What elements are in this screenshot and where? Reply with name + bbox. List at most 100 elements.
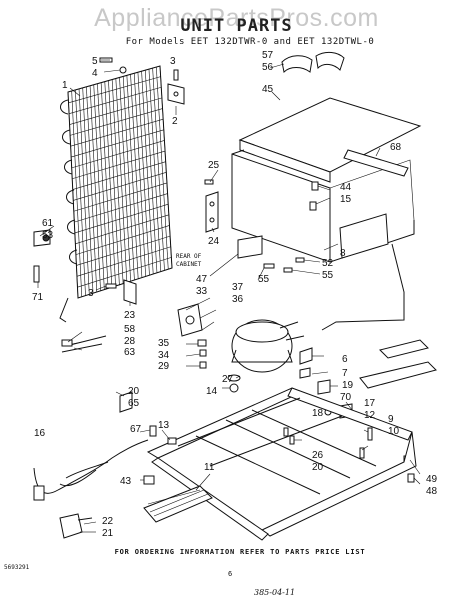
callout-11: 11 (204, 462, 215, 473)
clip-13 (167, 437, 177, 445)
callout-2: 2 (172, 116, 178, 127)
fitting-35 (197, 339, 207, 369)
screw-55 (283, 267, 293, 273)
callout-18: 18 (312, 408, 324, 419)
callout-48: 48 (426, 486, 438, 497)
callout-5: 5 (92, 56, 98, 67)
grommet-57 (281, 51, 345, 74)
callout-8: 8 (340, 248, 346, 259)
clip-6 (299, 347, 313, 365)
coil-tube (76, 235, 171, 266)
coil-tube (74, 193, 168, 223)
rear-of-cabinet-line-1: REAR OF (176, 253, 202, 260)
callout-17: 17 (364, 398, 376, 409)
callout-24: 24 (208, 236, 220, 247)
coil-wire (93, 84, 105, 290)
drain-pan-70 (359, 339, 437, 389)
base-frame (146, 387, 417, 541)
callout-55-center: 55 (258, 274, 270, 285)
callout-16: 16 (34, 428, 46, 439)
watermark: AppliancePartsPros.com (94, 4, 379, 32)
callout-7: 7 (342, 368, 348, 379)
coil-wire (141, 71, 154, 275)
ordering-note: FOR ORDERING INFORMATION REFER TO PARTS … (114, 548, 366, 556)
document-code: 5693291 (4, 564, 30, 571)
bracket-24 (205, 191, 219, 233)
coil-wire (82, 87, 94, 294)
coil-tube (71, 140, 165, 169)
clip-7 (299, 367, 311, 379)
page-number: 6 (228, 570, 233, 578)
screw-52 (295, 257, 305, 263)
coil-wire (115, 78, 128, 283)
coil-wire (78, 88, 90, 295)
callout-67: 67 (130, 424, 142, 435)
coil-wire (126, 75, 139, 279)
callout-9: 9 (388, 414, 394, 425)
coil-wire (159, 65, 173, 269)
bracket-8 (339, 213, 389, 259)
gasket-68 (343, 149, 409, 177)
capillary-58 (61, 335, 107, 353)
callout-61: 61 (42, 218, 54, 229)
callout-4: 4 (92, 68, 98, 79)
part-71 (33, 265, 40, 283)
heater-11 (143, 485, 213, 523)
coil-tube (75, 225, 170, 255)
callout-52: 52 (322, 258, 334, 269)
coil-wire (144, 70, 158, 273)
coil-wire (130, 74, 143, 278)
rear-of-cabinet-line-2: CABINET (176, 261, 202, 268)
handwritten-note: 385-04-11 (254, 588, 296, 597)
coil-wire (137, 72, 150, 276)
coil-tube (76, 246, 171, 277)
coil-tube (70, 108, 163, 136)
screw-25 (204, 179, 214, 185)
callout-14: 14 (206, 386, 218, 397)
coil-tube (73, 182, 168, 212)
callout-26: 26 (312, 450, 324, 461)
callout-43: 43 (120, 476, 132, 487)
screw-9 (367, 427, 373, 441)
coil-wire (86, 86, 98, 293)
callout-20-left: 20 (128, 386, 140, 397)
callout-33: 33 (196, 286, 208, 297)
coil-tube (74, 203, 169, 234)
callout-49: 49 (426, 474, 438, 485)
condenser-coil (59, 65, 173, 323)
screw-10 (359, 447, 365, 459)
coil-tube (67, 65, 161, 93)
coil-wire (122, 76, 135, 281)
callout-68: 68 (390, 142, 402, 153)
cap-43 (143, 475, 155, 485)
coil-wire (133, 73, 146, 277)
coil-wire (104, 81, 116, 287)
bracket-2 (167, 83, 185, 105)
callout-22: 22 (102, 516, 114, 527)
screw-3-bottom (105, 283, 117, 289)
callout-65: 65 (128, 398, 140, 409)
callout-53: 53 (42, 230, 54, 241)
diagram-title: UNIT PARTS (180, 16, 293, 36)
callout-58: 58 (124, 324, 136, 335)
coil-tube (72, 150, 166, 180)
coil-tube (68, 86, 162, 114)
callout-44: 44 (340, 182, 352, 193)
callout-28: 28 (124, 336, 136, 347)
bracket-65 (119, 391, 133, 413)
coil-tube (75, 214, 169, 245)
callout-23: 23 (124, 310, 136, 321)
callout-15: 15 (340, 194, 352, 205)
coil-wire (156, 67, 169, 270)
callout-20-right: 20 (312, 462, 324, 473)
callout-36: 36 (232, 294, 244, 305)
callout-55-right: 55 (322, 270, 334, 281)
callout-3-top: 3 (170, 56, 176, 67)
callout-35: 35 (158, 338, 170, 349)
callout-47: 47 (196, 274, 208, 285)
callout-13: 13 (158, 420, 170, 431)
callout-labels: 5 4 1 3 2 25 24 61 53 71 3 23 58 28 63 5… (32, 50, 438, 539)
coil-wire (75, 89, 86, 296)
washer-4 (119, 66, 127, 74)
screw-3-top (173, 69, 179, 81)
